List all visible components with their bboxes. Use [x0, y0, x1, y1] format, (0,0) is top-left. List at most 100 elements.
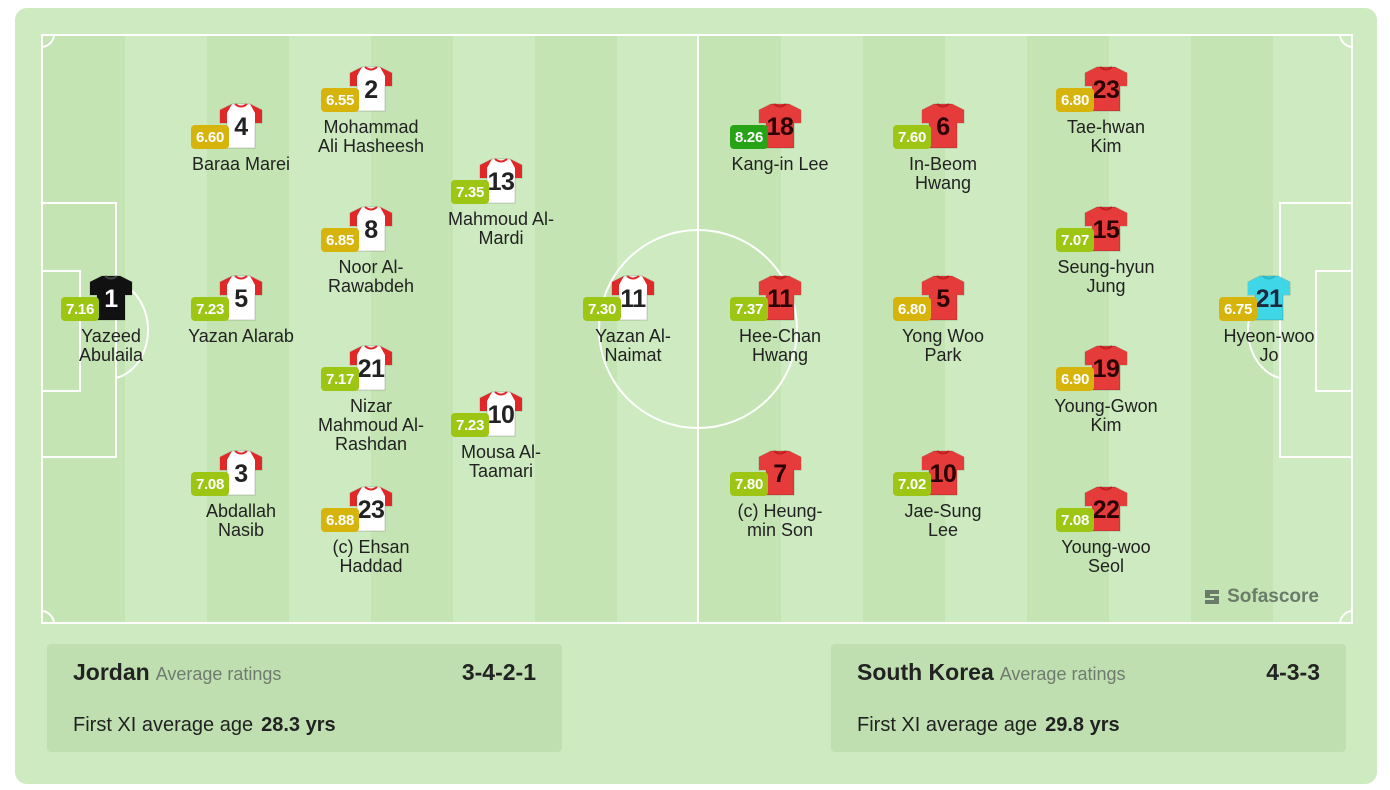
- away-team-name[interactable]: South Korea: [857, 659, 994, 685]
- player-name: Mohammad Ali Hasheesh: [317, 117, 425, 156]
- away-age-row: First XI average age 29.8 yrs: [857, 714, 1120, 737]
- corner-arc-top-right: [1339, 36, 1351, 48]
- corner-arc-top-left: [43, 36, 55, 48]
- right-penalty-area: [1279, 202, 1351, 458]
- jersey-icon: 10: [476, 389, 526, 439]
- jersey-number: 21: [1255, 284, 1283, 313]
- player-name: Yong Woo Park: [901, 326, 985, 365]
- right-goal-area: [1315, 270, 1351, 392]
- jersey-icon: 19: [1081, 343, 1131, 393]
- jersey-icon: 23: [346, 484, 396, 534]
- player-rating-badge: 6.55: [321, 88, 359, 112]
- jersey-number: 10: [487, 400, 515, 429]
- player-name: Mousa Al-Taamari: [460, 442, 542, 481]
- sofascore-logo-icon: [1205, 590, 1220, 604]
- player-rating-badge: 7.37: [730, 297, 768, 321]
- jersey-icon: 15: [1081, 204, 1131, 254]
- player-rating-badge: 7.35: [451, 180, 489, 204]
- away-age-value: 29.8 yrs: [1045, 714, 1120, 736]
- player-name: Young-Gwon Kim: [1054, 396, 1158, 435]
- jersey-icon: 7: [755, 448, 805, 498]
- player-name: Hyeon-woo Jo: [1223, 326, 1315, 365]
- player-rating-badge: 6.80: [893, 297, 931, 321]
- jersey-number: 13: [487, 167, 515, 196]
- jersey-number: 11: [767, 284, 793, 313]
- jersey-number: 22: [1092, 495, 1120, 524]
- player-name: Kang-in Lee: [731, 154, 829, 174]
- jersey-number: 10: [929, 459, 957, 488]
- jersey-icon: 18: [755, 101, 805, 151]
- jersey-icon: 8: [346, 204, 396, 254]
- player-rating-badge: 6.85: [321, 228, 359, 252]
- player-rating-badge: 7.16: [61, 297, 99, 321]
- player-rating-badge: 7.02: [893, 472, 931, 496]
- player-name: Yazan Al-Naimat: [595, 326, 671, 365]
- player-name: Yazan Alarab: [188, 326, 294, 346]
- home-formation: 3-4-2-1: [461, 659, 536, 685]
- jersey-number: 21: [357, 354, 385, 383]
- jersey-icon: 10: [918, 448, 968, 498]
- jersey-number: 8: [364, 215, 378, 244]
- player-name: Young-woo Seol: [1061, 537, 1151, 576]
- player-rating-badge: 8.26: [730, 125, 768, 149]
- jersey-number: 4: [234, 112, 248, 141]
- sofascore-brand: Sofascore: [1203, 586, 1319, 608]
- player-rating-badge: 6.75: [1219, 297, 1257, 321]
- jersey-icon: 3: [216, 448, 266, 498]
- player-name: Seung-hyun Jung: [1057, 257, 1155, 296]
- home-team-name[interactable]: Jordan: [73, 659, 150, 685]
- player-name: Nizar Mahmoud Al-Rashdan: [317, 396, 425, 454]
- jersey-number: 5: [936, 284, 950, 313]
- jersey-number: 19: [1092, 354, 1120, 383]
- player-name: Abdallah Nasib: [205, 501, 277, 540]
- jersey-number: 7: [773, 459, 787, 488]
- player-rating-badge: 7.80: [730, 472, 768, 496]
- player-rating-badge: 6.80: [1056, 88, 1094, 112]
- jersey-icon: 4: [216, 101, 266, 151]
- jersey-icon: 11: [755, 273, 805, 323]
- player-name: (c) Ehsan Haddad: [332, 537, 410, 576]
- jersey-number: 6: [936, 112, 950, 141]
- left-penalty-area: [43, 202, 117, 458]
- player-rating-badge: 7.60: [893, 125, 931, 149]
- player-rating-badge: 7.23: [451, 413, 489, 437]
- away-age-label: First XI average age: [857, 714, 1038, 736]
- jersey-icon: 21: [346, 343, 396, 393]
- jersey-number: 15: [1092, 215, 1120, 244]
- jersey-number: 1: [104, 284, 118, 313]
- home-age-value: 28.3 yrs: [261, 714, 336, 736]
- player-name: Yazeed Abulaila: [78, 326, 144, 365]
- corner-arc-bottom-right: [1339, 610, 1351, 622]
- jersey-icon: 5: [918, 273, 968, 323]
- jersey-icon: 23: [1081, 64, 1131, 114]
- jersey-icon: 21: [1244, 273, 1294, 323]
